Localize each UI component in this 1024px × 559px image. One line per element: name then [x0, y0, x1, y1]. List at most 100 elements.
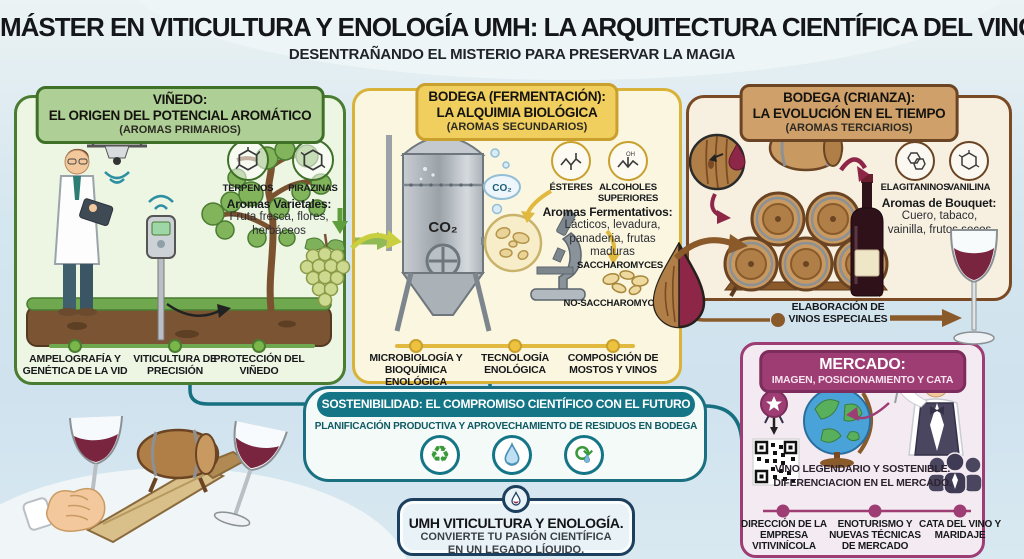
recycle-badge: ♻	[420, 435, 460, 475]
microscope-icon	[530, 210, 586, 301]
field-sensor-icon	[146, 194, 231, 341]
drop-to-barrel-arrow	[673, 234, 748, 261]
fermentacion-footer-1: MICROBIOLOGÍA Y BIOQUÍMICA ENOLÓGICA	[369, 352, 463, 388]
page-subtitle: DESENTRAÑANDO EL MISTERIO PARA PRESERVAR…	[288, 46, 736, 63]
vanilina-molecule-icon	[949, 141, 989, 181]
vinedo-dot-2	[168, 339, 182, 353]
vinos-especiales-line1: ELABORACIÓN DE	[791, 301, 885, 313]
panel-crianza-title: BODEGA (CRIANZA):	[783, 90, 915, 105]
aging-scene-illustration	[689, 124, 889, 297]
mercado-footer-3: CATA DEL VINO Y MARIDAJE	[918, 519, 1001, 542]
no-saccharomyces-label: NO-SACCHAROMYCES	[563, 298, 667, 309]
aromas-bouquet-title: Aromas de Bouquet:	[881, 196, 997, 210]
panel-vinedo-subtitle: EL ORIGEN DEL POTENCIAL AROMÁTICO	[48, 107, 312, 123]
audience-people-icon	[927, 452, 982, 495]
terpenos-molecule-icon	[227, 139, 269, 181]
small-barrel-icon	[136, 428, 220, 493]
wine-drop-icon	[511, 491, 521, 506]
cta-box: UMH VITICULTURA Y ENOLOGÍA. CONVIERTE TU…	[397, 485, 635, 557]
cta-line1: CONVIERTE TU PASIÓN CIENTÍFICA	[420, 531, 612, 543]
panel-fermentacion-subtitle: LA ALQUIMIA BIOLÓGICA	[436, 104, 598, 120]
globe-icon	[803, 387, 874, 468]
pirazinas-molecule-icon	[292, 139, 334, 181]
panel-mercado-header: MERCADO: IMAGEN, POSICIONAMIENTO Y CATA	[758, 350, 967, 393]
panel-mercado-subtitle: IMAGEN, POSICIONAMIENTO Y CATA	[771, 373, 954, 386]
panel-fermentacion-header: BODEGA (FERMENTACIÓN): LA ALQUIMIA BIOLÓ…	[415, 83, 619, 142]
molecule-glyph	[560, 153, 582, 170]
sustainability-subtitle: PLANIFICACIÓN PRODUCTIVA Y APROVECHAMIEN…	[314, 421, 698, 432]
vineyard-scene-illustration	[26, 138, 332, 347]
wine-glass-right-icon	[949, 229, 999, 345]
elagitaninos-label: ELAGITANINOS	[880, 182, 950, 193]
svg-text:OH: OH	[626, 152, 635, 158]
oak-wood-closeup-icon	[689, 133, 746, 191]
molecule-glyph	[235, 147, 261, 171]
panel-crianza: BODEGA (CRIANZA): LA EVOLUCIÓN EN EL TIE…	[686, 84, 1012, 301]
yeast-cells-icon	[602, 270, 649, 296]
fermentacion-footer-3: COMPOSICIÓN DE MOSTOS Y VINOS	[567, 352, 659, 376]
vinedo-footer-1: AMPELOGRAFÍA Y GENÉTICA DE LA VID	[22, 353, 128, 377]
small-drop-icon	[583, 453, 591, 463]
sustainability-banner: SOSTENIBILIDAD: EL COMPROMISO CIENTÍFICO…	[317, 392, 695, 417]
esteres-label: ÉSTERES	[549, 182, 593, 193]
grapevine-illustration	[201, 139, 332, 314]
mercado-footer-2: ENOTURISMO Y NUEVAS TÉCNICAS DE MERCADO	[829, 519, 921, 553]
mercado-footer-1: DIRECCIÓN DE LA EMPRESA VITIVINÍCOLA	[741, 519, 827, 553]
mercado-caption-line1: VINO LEGENDARIO Y SOSTENIBLE.	[774, 463, 951, 475]
panel-crianza-note: (AROMAS TERCIARIOS)	[785, 121, 913, 134]
fermentacion-dot-1	[409, 339, 423, 353]
fermentacion-dot-2	[508, 339, 522, 353]
tasting-still-life	[22, 415, 288, 544]
panel-vinedo-title: VIÑEDO:	[152, 92, 208, 107]
svg-text:CO₂: CO₂	[428, 219, 457, 236]
esteres-molecule-icon	[551, 141, 591, 181]
co2-cloud-icon: CO₂	[483, 174, 521, 200]
scientist-figure	[53, 148, 114, 316]
alcoholes-label: ALCOHOLES SUPERIORES	[597, 182, 659, 204]
fermentation-tank-icon: CO₂	[386, 102, 493, 332]
award-star-icon	[760, 390, 788, 435]
aromas-fermentativos-title: Aromas Fermentativos:	[542, 205, 673, 219]
alcoholes-molecule-icon: OH	[608, 141, 648, 181]
terpenos-label: TERPENOS	[222, 183, 274, 194]
vinos-especiales-note: ELABORACIÓN DE VINOS ESPECIALES	[788, 301, 888, 326]
vinos-especiales-line2: VINOS ESPECIALES	[788, 312, 888, 325]
cta-title: UMH VITICULTURA Y ENOLOGÍA.	[408, 515, 624, 531]
panel-fermentacion: BODEGA (FERMENTACIÓN): LA ALQUIMIA BIOLÓ…	[352, 83, 682, 387]
qr-code-icon	[752, 438, 800, 486]
mercado-caption: VINO LEGENDARIO Y SOSTENIBLE. DIFERENCIA…	[743, 463, 982, 490]
wine-wood-drop-icon	[652, 242, 706, 329]
aromas-varietales-title: Aromas Varietales:	[226, 197, 332, 211]
svg-text:CO₂: CO₂	[492, 183, 511, 194]
cta-line2: EN UN LEGADO LÍQUIDO.	[447, 544, 585, 557]
mercado-caption-line2: DIFERENCIACION EN EL MERCADO.	[773, 476, 952, 489]
panel-fermentacion-title: BODEGA (FERMENTACIÓN):	[428, 89, 606, 104]
tilted-glass-icon	[213, 420, 288, 527]
fermentacion-footer-2: TECNOLOGÍA ENOLÓGICA	[481, 352, 549, 376]
wine-bottle-icon	[850, 174, 884, 297]
water-badge	[492, 435, 532, 475]
molecule-glyph	[907, 152, 926, 170]
saccharomyces-label: SACCHAROMYCES	[576, 260, 664, 271]
page-title: MÁSTER EN VITICULTURA Y ENOLOGÍA UMH: LA…	[0, 12, 1024, 42]
flow-arrows-left	[332, 208, 402, 250]
recycle-icon: ♻	[429, 441, 451, 468]
aromas-varietales-text: Fruta fresca, flores, herbáceos	[229, 211, 329, 237]
vinedo-dot-1	[68, 339, 82, 353]
panel-mercado-title: MERCADO:	[819, 356, 906, 373]
yeast-magnified-icon	[483, 213, 543, 273]
fermentation-scene-illustration: CO₂ CO₂	[355, 102, 649, 332]
panel-fermentacion-note: (AROMAS SECUNDARIOS)	[446, 120, 588, 133]
water-drop-icon	[504, 442, 520, 466]
hand-icon	[22, 487, 106, 532]
hand-with-glass-icon	[22, 415, 123, 532]
fermentacion-dot-3	[606, 339, 620, 353]
panel-vinedo-note: (AROMAS PRIMARIOS)	[119, 123, 241, 136]
molecule-glyph	[958, 150, 980, 170]
panel-crianza-subtitle: LA EVOLUCIÓN EN EL TIEMPO	[752, 105, 946, 121]
cta-drop-badge	[502, 485, 530, 513]
panel-mercado: MERCADO: IMAGEN, POSICIONAMIENTO Y CATA	[740, 342, 1001, 558]
vinedo-rail	[49, 344, 315, 348]
